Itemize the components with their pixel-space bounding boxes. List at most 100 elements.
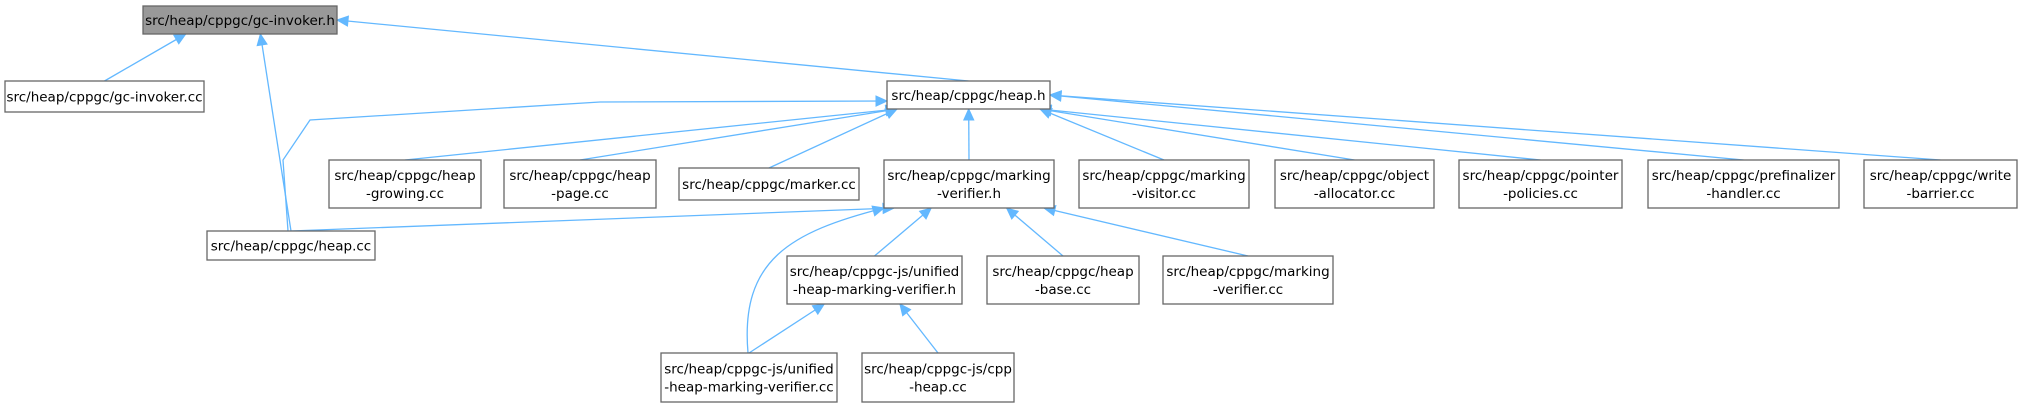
- edge-line: [104, 33, 187, 82]
- edge-heap-cc-to-heap-h: [282, 95, 889, 232]
- node-heap-growing-cc[interactable]: src/heap/cppgc/heap-growing.cc: [328, 159, 482, 209]
- edge-arrowhead: [1048, 90, 1062, 102]
- node-unified-verifier-h[interactable]: src/heap/cppgc-js/unified-heap-marking-v…: [786, 255, 963, 305]
- node-pointer-policies-cc[interactable]: src/heap/cppgc/pointer -policies.cc: [1458, 159, 1623, 209]
- edge-arrowhead: [335, 15, 350, 27]
- node-label: -allocator.cc: [1314, 186, 1396, 202]
- node-write-barrier-cc[interactable]: src/heap/cppgc/write -barrier.cc: [1863, 159, 2018, 209]
- node-prefinalizer-handler-cc[interactable]: src/heap/cppgc/prefinalizer -handler.cc: [1647, 159, 1840, 209]
- edge-line: [1049, 94, 1744, 161]
- node-label: src/heap/cppgc/heap.h: [891, 88, 1045, 104]
- node-marking-verifier-h[interactable]: src/heap/cppgc/marking -verifier.h: [883, 159, 1055, 209]
- edge-arrowhead: [899, 303, 912, 317]
- edge-marking-verifier-h-to-heap-h: [962, 107, 975, 161]
- node-label: src/heap/cppgc/object: [1280, 168, 1429, 184]
- edges-layer: [104, 15, 1941, 354]
- node-label: src/heap/cppgc-js/unified: [664, 362, 834, 378]
- edge-line: [746, 207, 885, 354]
- edge-line: [404, 108, 898, 161]
- edge-line: [1006, 207, 1064, 257]
- edge-arrowhead: [811, 303, 826, 316]
- node-label: src/heap/cppgc/prefinalizer: [1652, 168, 1836, 184]
- node-label: src/heap/cppgc/write: [1870, 168, 2012, 184]
- node-box: [142, 5, 338, 35]
- edge-gc-invoker-cc-to-gc-invoker-h: [104, 33, 187, 82]
- edge-arrowhead: [256, 32, 268, 47]
- edge-arrowhead: [172, 33, 187, 45]
- edge-line: [336, 19, 969, 82]
- edge-line: [282, 100, 888, 232]
- edge-line: [1043, 207, 1249, 257]
- node-box: [1647, 159, 1840, 209]
- node-box: [786, 255, 963, 305]
- node-label: src/heap/cppgc/heap.cc: [211, 239, 371, 255]
- node-box: [328, 159, 482, 209]
- edge-marking-verifier-cc-to-marking-verifier-h: [1042, 205, 1249, 257]
- node-label: src/heap/cppgc/heap: [509, 168, 650, 184]
- node-marking-verifier-cc[interactable]: src/heap/cppgc/marking -verifier.cc: [1162, 255, 1334, 305]
- edge-unified-verifier-h-to-marking-verifier-h: [874, 207, 933, 257]
- node-box: [861, 352, 1015, 403]
- node-box: [1274, 159, 1435, 209]
- node-label: src/heap/cppgc/marking: [1082, 168, 1245, 184]
- edge-heap-h-to-gc-invoker-h: [335, 15, 969, 82]
- node-label: src/heap/cppgc/marker.cc: [682, 177, 856, 193]
- node-box: [986, 255, 1140, 305]
- edge-line: [1049, 94, 1941, 161]
- node-gc-invoker-cc[interactable]: src/heap/cppgc/gc-invoker.cc: [4, 80, 205, 113]
- node-box: [883, 159, 1055, 209]
- edge-line: [874, 207, 932, 257]
- node-marker-cc[interactable]: src/heap/cppgc/marker.cc: [678, 167, 860, 201]
- node-object-allocator-cc[interactable]: src/heap/cppgc/object -allocator.cc: [1274, 159, 1435, 209]
- node-heap-page-cc[interactable]: src/heap/cppgc/heap -page.cc: [503, 159, 657, 209]
- node-box: [503, 159, 657, 209]
- node-heap-h[interactable]: src/heap/cppgc/heap.h: [886, 80, 1051, 110]
- node-box: [1162, 255, 1334, 305]
- node-heap-cc[interactable]: src/heap/cppgc/heap.cc: [206, 230, 376, 261]
- edge-unified-verifier-cc-to-marking-verifier-h: [746, 205, 886, 354]
- node-label: src/heap/cppgc/marking: [887, 168, 1050, 184]
- nodes-layer: src/heap/cppgc/gc-invoker.h src/heap/cppg…: [4, 5, 2018, 403]
- node-label: -heap.cc: [909, 380, 967, 396]
- node-label: -barrier.cc: [1906, 186, 1974, 202]
- node-marking-visitor-cc[interactable]: src/heap/cppgc/marking-visitor.cc: [1078, 159, 1250, 209]
- node-label: src/heap/cppgc/marking: [1166, 264, 1329, 280]
- node-label: src/heap/cppgc/heap: [334, 168, 475, 184]
- edge-line: [748, 303, 825, 354]
- edge-marker-cc-to-heap-h: [768, 108, 899, 169]
- node-label: -verifier.cc: [1213, 282, 1283, 298]
- edge-line: [768, 108, 898, 169]
- node-box: [660, 352, 838, 403]
- node-label: -page.cc: [551, 186, 609, 202]
- node-box: [4, 80, 205, 113]
- node-label: src/heap/cppgc/heap: [992, 264, 1133, 280]
- edge-line: [290, 207, 895, 232]
- edge-cpp-heap-cc-to-unified-verifier-h: [899, 303, 939, 354]
- edge-arrowhead: [884, 108, 899, 120]
- node-label: src/heap/cppgc/gc-invoker.cc: [6, 90, 202, 106]
- node-heap-base-cc[interactable]: src/heap/cppgc/heap-base.cc: [986, 255, 1140, 305]
- node-box: [886, 80, 1051, 110]
- edge-write-barrier-cc-to-heap-h: [1048, 90, 1941, 161]
- edge-arrowhead: [875, 95, 889, 107]
- node-label: src/heap/cppgc/pointer: [1463, 168, 1619, 184]
- node-box: [678, 167, 860, 201]
- node-box: [1863, 159, 2018, 209]
- edge-prefinalizer-handler-cc-to-heap-h: [1048, 90, 1744, 161]
- node-label: -verifier.h: [937, 186, 1001, 202]
- node-unified-verifier-cc[interactable]: src/heap/cppgc-js/unified-heap-marking-v…: [660, 352, 838, 403]
- node-label: src/heap/cppgc-js/unified: [790, 264, 960, 280]
- node-gc-invoker-h[interactable]: src/heap/cppgc/gc-invoker.h: [142, 5, 338, 35]
- node-label: -handler.cc: [1706, 186, 1780, 202]
- node-label: -policies.cc: [1503, 186, 1578, 202]
- edge-arrowhead: [1005, 207, 1020, 220]
- edge-marking-visitor-cc-to-heap-h: [1038, 108, 1165, 161]
- node-box: [1078, 159, 1250, 209]
- node-cpp-heap-cc[interactable]: src/heap/cppgc-js/cpp-heap.cc: [861, 352, 1015, 403]
- edge-line: [1039, 108, 1355, 161]
- edge-heap-growing-cc-to-heap-h: [404, 104, 899, 161]
- edge-arrowhead: [918, 207, 933, 220]
- edge-arrowhead: [962, 107, 975, 121]
- node-box: [206, 230, 376, 261]
